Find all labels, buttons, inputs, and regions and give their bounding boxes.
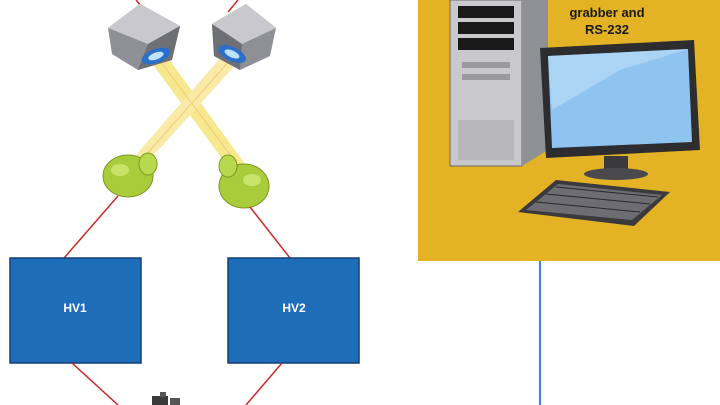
projector-left-icon	[108, 4, 180, 70]
top-wires	[135, 0, 239, 13]
pc-tower-icon	[449, 0, 548, 167]
projector-right-icon	[212, 4, 276, 70]
hv1-label: HV1	[63, 301, 87, 315]
hv2-label: HV2	[282, 301, 306, 315]
detector-wires	[63, 195, 291, 259]
hv2-box: HV2	[227, 257, 360, 364]
keyboard-icon	[518, 180, 670, 226]
detector-right-icon	[218, 154, 270, 209]
monitor-icon	[540, 40, 700, 180]
light-beams	[128, 56, 248, 172]
hv1-box: HV1	[9, 257, 142, 364]
component-icon	[152, 392, 180, 405]
detector-left-icon	[102, 152, 158, 198]
computer-panel-label: grabber and RS-232	[569, 5, 645, 37]
bottom-wires	[71, 362, 283, 405]
